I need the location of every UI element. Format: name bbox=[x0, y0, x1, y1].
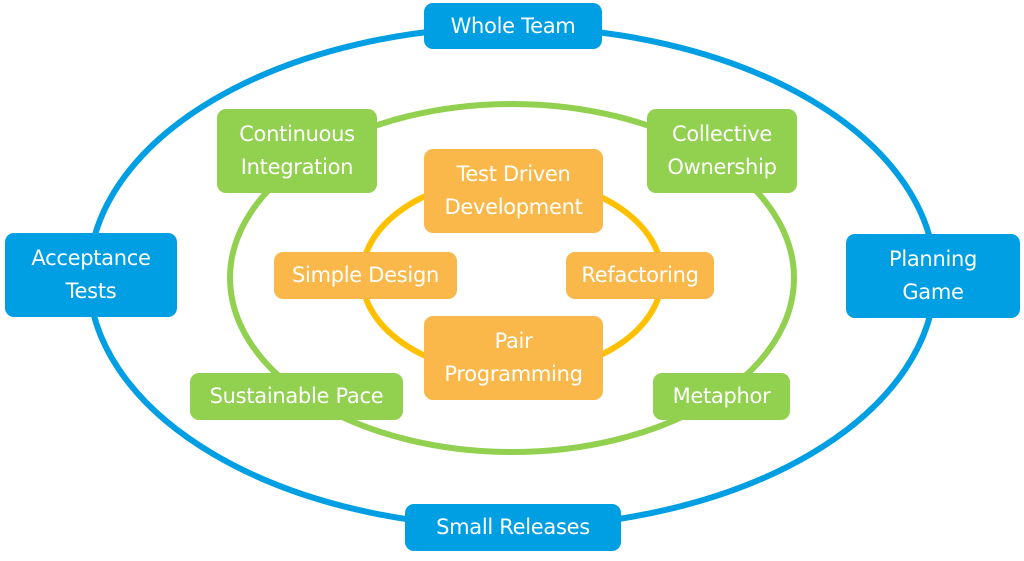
node-test-driven-development: Test Driven Development bbox=[424, 149, 603, 233]
node-collective-ownership: Collective Ownership bbox=[647, 109, 797, 193]
node-pair-programming: Pair Programming bbox=[424, 316, 603, 400]
node-sustainable-pace: Sustainable Pace bbox=[190, 373, 403, 420]
node-planning-game: Planning Game bbox=[846, 234, 1020, 318]
middle-ring bbox=[227, 101, 797, 455]
node-acceptance-tests: Acceptance Tests bbox=[5, 233, 177, 317]
node-continuous-integration: Continuous Integration bbox=[217, 109, 377, 193]
node-simple-design: Simple Design bbox=[274, 252, 457, 299]
node-small-releases: Small Releases bbox=[405, 504, 621, 551]
node-refactoring: Refactoring bbox=[566, 252, 714, 299]
node-metaphor: Metaphor bbox=[653, 373, 790, 420]
node-whole-team: Whole Team bbox=[424, 3, 602, 49]
